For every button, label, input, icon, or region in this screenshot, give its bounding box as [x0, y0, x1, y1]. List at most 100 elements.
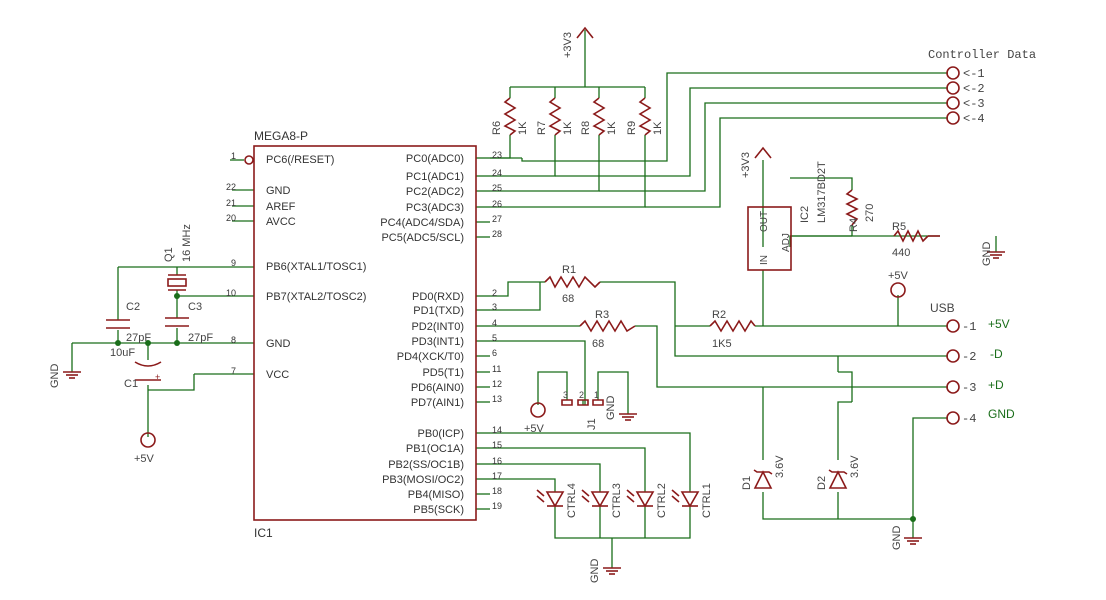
- junctions: [115, 293, 916, 522]
- gnd-icon: [903, 537, 923, 545]
- d2-name: D2: [816, 476, 828, 490]
- usb-pin-1: -1: [962, 320, 976, 334]
- ic1-pin-name: PC6(/RESET): [266, 154, 334, 166]
- ic1-pin-number: 27: [492, 214, 502, 224]
- c3-name: C3: [188, 301, 202, 313]
- ic1-part: MEGA8-P: [254, 129, 308, 143]
- ic1-pin-name: PC0(ADC0): [406, 153, 464, 165]
- gnd-icon: [62, 371, 82, 379]
- r2-name: R2: [712, 309, 726, 321]
- j1-pin-3: 3: [563, 390, 568, 400]
- ic1-pin-number: 17: [492, 471, 502, 481]
- ic1-pin-number: 7: [231, 366, 236, 376]
- ic2-pin-in: IN: [759, 255, 770, 265]
- r5-value: 440: [892, 247, 910, 259]
- c1-name: C1: [124, 378, 138, 390]
- r5-name: R5: [892, 221, 906, 233]
- r1-name: R1: [562, 264, 576, 276]
- ic1-pin-name: GND: [266, 185, 291, 197]
- r6-name: R6: [491, 121, 503, 135]
- ic1-pin-number: 6: [492, 348, 497, 358]
- ic1-pin-number: 3: [492, 302, 497, 312]
- r8-name: R8: [580, 121, 592, 135]
- nets: [71, 30, 997, 568]
- reg-supply-label: +3V3: [740, 152, 752, 178]
- r9-name: R9: [626, 121, 638, 135]
- ic1-pin-number: 13: [492, 394, 502, 404]
- ic1-pin-number: 15: [492, 440, 502, 450]
- ic1-pin-name: PB1(OC1A): [406, 443, 464, 455]
- j1-name: J1: [586, 418, 598, 430]
- led-ctrl2: CTRL2: [656, 483, 668, 518]
- ic1-pin-number: 22: [226, 182, 236, 192]
- ic1-pin-number: 16: [492, 456, 502, 466]
- ic1-pin-number: 5: [492, 333, 497, 343]
- ic1-pin-number: 14: [492, 425, 502, 435]
- ic1-pin-name: PD1(TXD): [413, 305, 464, 317]
- led-ctrl1: CTRL1: [701, 483, 713, 518]
- ic1-right-pins: PC0(ADC0)23PC1(ADC1)24PC2(ADC2)25PC3(ADC…: [380, 150, 502, 516]
- q1-freq: 16 MHz: [181, 224, 193, 262]
- ic1-pin-number: 23: [492, 150, 502, 160]
- r3-name: R3: [595, 309, 609, 321]
- ic1-pin-name: PD7(AIN1): [411, 397, 464, 409]
- symbols: [62, 26, 1006, 575]
- j1-gnd-label: GND: [605, 396, 617, 421]
- ic1-pin-number: 1: [231, 151, 236, 161]
- ic1-pin-name: PC1(ADC1): [406, 171, 464, 183]
- controller-pin-3: <-3: [963, 97, 985, 111]
- ic1-pin-number: 26: [492, 199, 502, 209]
- pullup-supply-label: +3V3: [562, 32, 574, 58]
- ic1-pin-name: PB6(XTAL1/TOSC1): [266, 261, 366, 273]
- c2-value: 27pF: [126, 332, 151, 344]
- usb-pin-3: -3: [962, 381, 976, 395]
- crystal-vcc-label: +5V: [134, 453, 155, 465]
- reg-gnd-label: GND: [981, 242, 993, 267]
- r6-value: 1K: [517, 121, 529, 135]
- r3-value: 68: [592, 338, 604, 350]
- usb-label: USB: [930, 301, 955, 315]
- usb-signal-1: +5V: [988, 317, 1010, 331]
- d2-value: 3.6V: [849, 455, 861, 478]
- ic1-pin-number: 21: [226, 198, 236, 208]
- ic2-pin-out: OUT: [759, 211, 770, 232]
- led-gnd-label: GND: [589, 559, 601, 584]
- ic1-pin-name: PD0(RXD): [412, 291, 464, 303]
- j1-supply-label: +5V: [524, 423, 545, 435]
- ic2-part: LM317BD2T: [816, 161, 828, 223]
- usb-gnd-label: GND: [891, 526, 903, 551]
- controller-pin-1: <-1: [963, 67, 985, 81]
- ic1-pin-name: VCC: [266, 369, 289, 381]
- j1-pin-2: 2: [579, 390, 584, 400]
- ic1-left-pins: PC6(/RESET)1GND22AREF21AVCC20PB6(XTAL1/T…: [226, 151, 366, 381]
- component-labels: +3V3 R6 1K R7 1K R8 1K R9 1K Controller …: [49, 32, 1036, 583]
- controller-pin-2: <-2: [963, 82, 985, 96]
- ic1-pin-name: PB5(SCK): [413, 504, 464, 516]
- ic1-right-stubs: [476, 157, 490, 510]
- ic1-pin-number: 9: [231, 258, 236, 268]
- ic1-body: [253, 145, 477, 521]
- r7-value: 1K: [562, 121, 574, 135]
- r4-name: R4: [848, 218, 860, 232]
- d1-name: D1: [741, 476, 753, 490]
- c1-value: 10uF: [110, 347, 135, 359]
- ic1-pin-number: 8: [231, 335, 236, 345]
- crystal-gnd-label: GND: [49, 364, 61, 389]
- ic2-body: [747, 206, 792, 271]
- led-ctrl4: CTRL4: [566, 483, 578, 518]
- r1-value: 68: [562, 293, 574, 305]
- r2-value: 1K5: [712, 338, 732, 350]
- usb-supply-label: +5V: [888, 270, 909, 282]
- ic1-pin-name: PD3(INT1): [411, 336, 464, 348]
- ic1-pin-number: 25: [492, 183, 502, 193]
- ic1-pin-name: PB7(XTAL2/TOSC2): [266, 291, 366, 303]
- ic1-pin-name: PC5(ADC5/SCL): [381, 232, 464, 244]
- ic1-pin-number: 19: [492, 501, 502, 511]
- labels: MEGA8-P IC1: [254, 129, 308, 540]
- ic1-pin-name: PC3(ADC3): [406, 202, 464, 214]
- r9-value: 1K: [652, 121, 664, 135]
- ic1-pin-name: PB4(MISO): [408, 489, 464, 501]
- r7-name: R7: [536, 121, 548, 135]
- gnd-icon: [602, 567, 622, 575]
